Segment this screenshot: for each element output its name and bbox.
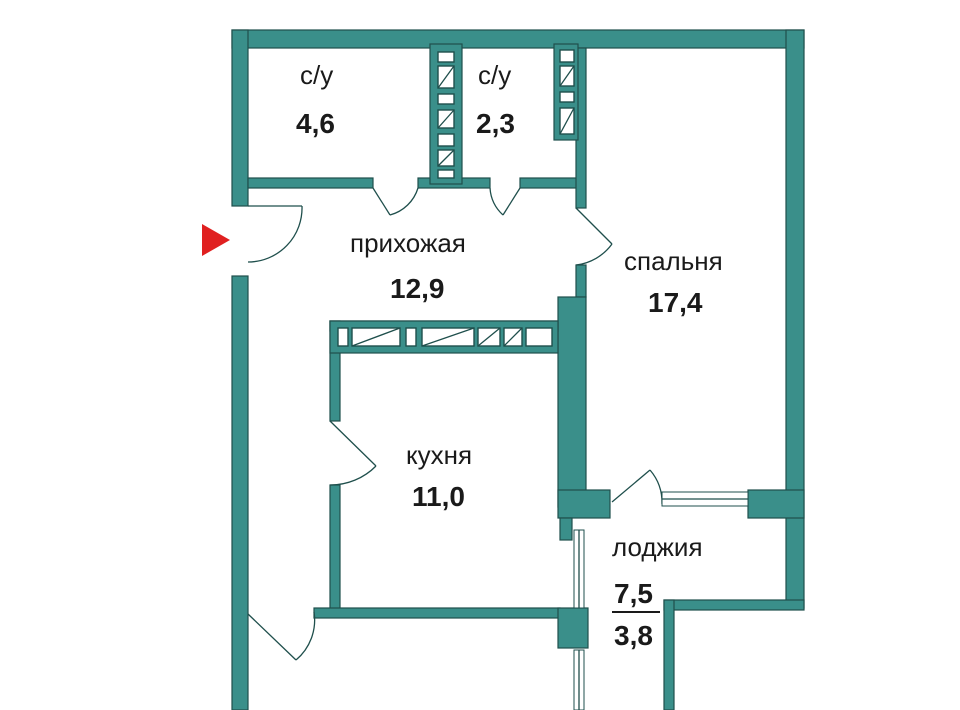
- loggia-area-full: 7,5: [614, 578, 653, 609]
- kitchen-name: кухня: [406, 440, 472, 470]
- entrance-arrow-icon: [202, 224, 230, 256]
- kitchen-area: 11,0: [412, 481, 465, 512]
- bath1-area: 4,6: [296, 108, 335, 139]
- doors: [247, 187, 663, 661]
- hall-name: прихожая: [350, 228, 466, 258]
- bedroom-name: спальня: [624, 246, 723, 276]
- loggia-area-reduced: 3,8: [614, 620, 653, 651]
- hall-area: 12,9: [390, 273, 445, 304]
- room-labels: с/у 4,6 с/у 2,3 прихожая 12,9 спальня 17…: [296, 60, 723, 651]
- ventilation-shafts: [329, 43, 579, 354]
- bath2-name: с/у: [478, 60, 511, 90]
- loggia-name: лоджия: [612, 532, 703, 562]
- bath1-name: с/у: [300, 60, 333, 90]
- bath2-area: 2,3: [476, 108, 515, 139]
- windows: [573, 491, 749, 710]
- bedroom-area: 17,4: [648, 287, 703, 318]
